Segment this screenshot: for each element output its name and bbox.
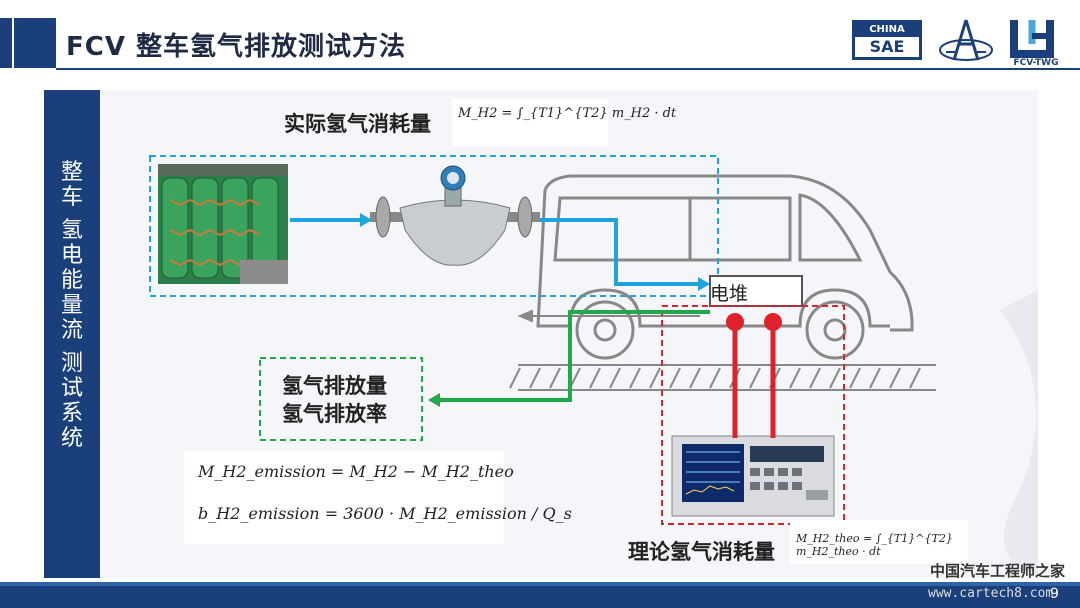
- hydrogen-arrowhead-2: [698, 277, 710, 291]
- theoretical-formula-bg: [790, 520, 968, 564]
- theoretical-consumption-label: 理论氢气消耗量: [628, 540, 775, 564]
- side-char: 量: [60, 293, 83, 318]
- side-char: 测: [60, 351, 83, 376]
- title-underline: [56, 68, 1080, 70]
- emission-formula: M_H2_emission = M_H2 − M_H2_theo: [198, 462, 514, 481]
- emission-rate-formula: b_H2_emission = 3600 · M_H2_emission / Q…: [198, 504, 572, 523]
- side-title: 整 车 氢 电 能 量 流 测 试 系 统: [48, 160, 96, 451]
- power-analyzer-image: [671, 435, 835, 517]
- side-char: 系: [60, 401, 83, 426]
- footer-accent-bar: [0, 582, 1080, 586]
- vehicle-direction-arrow: [517, 309, 700, 323]
- actual-consumption-formula: M_H2 = ∫_{T1}^{T2} m_H2 · dt: [458, 106, 677, 121]
- side-char: 能: [60, 268, 83, 293]
- electric-probe-2: [764, 313, 782, 331]
- electric-measurement-lines: [732, 322, 776, 438]
- emission-arrowhead: [428, 393, 440, 407]
- page-number: 9: [1050, 586, 1059, 602]
- emission-formula-bg: [184, 450, 504, 544]
- china-sae-logo-top: CHINA: [855, 23, 919, 37]
- emission-quantity-label: 氢气排放量: [282, 374, 387, 398]
- side-char: 整: [60, 160, 83, 185]
- test-system-diagram: [149, 98, 1038, 578]
- side-char: 车: [60, 185, 83, 210]
- page-title: FCV 整车氢气排放测试方法: [66, 32, 407, 62]
- title-accent-bar: [0, 18, 12, 68]
- hydrogen-arrowhead-1: [360, 213, 372, 227]
- electric-probe-1: [726, 313, 744, 331]
- watermark-title: 中国汽车工程师之家: [930, 562, 1066, 580]
- side-char: 流: [60, 318, 83, 343]
- actual-formula-bg: [452, 98, 608, 146]
- side-panel: [44, 90, 100, 578]
- watermark-url: www.cartech8.com: [928, 586, 1054, 601]
- background-swoosh: [1000, 290, 1038, 578]
- hydrogen-tank-rack-image: [158, 164, 288, 284]
- side-char: 统: [60, 426, 83, 451]
- footer-bar: [0, 586, 1080, 608]
- emission-rate-label: 氢气排放率: [282, 402, 387, 426]
- side-char: 氢: [60, 218, 83, 243]
- emission-flow-line: [440, 310, 710, 402]
- fuel-cell-stack-box: [709, 275, 803, 307]
- side-char: 试: [60, 376, 83, 401]
- hydrogen-flow-line: [290, 218, 700, 286]
- vehicle-outline: [536, 174, 914, 360]
- theoretical-consumption-formula: M_H2_theo = ∫_{T1}^{T2} m_H2_theo · dt: [796, 532, 953, 558]
- title-accent-box: [14, 18, 56, 68]
- fuel-cell-stack-label: 电堆: [710, 283, 749, 305]
- fcv-twg-logo: [1010, 20, 1054, 58]
- ground: [509, 364, 936, 391]
- hydrogen-supply-box: [149, 155, 719, 297]
- power-measurement-box: [661, 305, 845, 525]
- coriolis-flow-meter-image: [370, 165, 540, 266]
- emission-box: [259, 357, 423, 441]
- china-sae-logo-bottom: SAE: [869, 37, 905, 56]
- tatc-logo: [939, 19, 993, 61]
- china-sae-logo: CHINA SAE: [852, 20, 922, 60]
- side-char: 电: [60, 243, 83, 268]
- actual-consumption-label: 实际氢气消耗量: [284, 112, 431, 136]
- fcv-twg-logo-text: FCV-TWG: [1013, 58, 1059, 68]
